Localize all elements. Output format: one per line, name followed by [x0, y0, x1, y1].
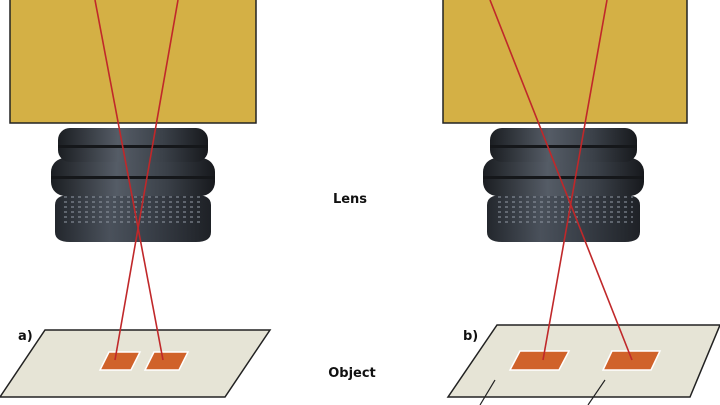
ray-b-2: [542, 0, 608, 361]
panel-b-label: b): [463, 329, 478, 344]
object-plate-b: [446, 324, 720, 398]
lens-b: [483, 128, 644, 242]
panel-a-label: a): [18, 329, 33, 344]
lens-label: Lens: [333, 192, 367, 207]
ray-a-2: [114, 0, 179, 361]
camera-body-icon: [9, 0, 257, 124]
lens-a: [51, 128, 215, 242]
ray-b-1: [489, 0, 633, 361]
panel-a: [0, 0, 272, 398]
pad-b-right: [601, 350, 662, 371]
ray-a-1: [94, 0, 164, 361]
pad-b-left: [508, 350, 571, 371]
panel-b: [442, 0, 720, 405]
pad-a-left: [98, 351, 142, 371]
pad-a-right: [143, 351, 190, 371]
camera-body-icon: [442, 0, 688, 124]
object-label: Object: [328, 366, 376, 381]
